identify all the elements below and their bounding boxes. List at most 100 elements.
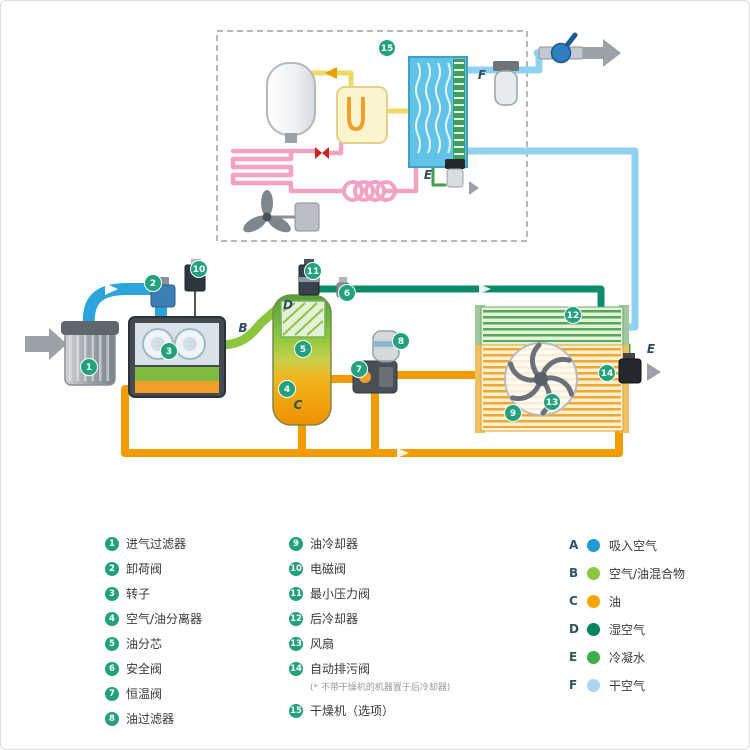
dry-air-riser-pipe — [463, 147, 639, 331]
badge-7: 7 — [350, 360, 368, 378]
legend-number-badge: 9 — [289, 536, 303, 551]
flow-letter-D: D — [283, 298, 293, 312]
refrigerant-pipe-3 — [383, 164, 419, 194]
flow-legend-item: B 空气/油混合物 — [569, 559, 739, 587]
badge-11: 11 — [304, 262, 322, 280]
flow-color-dot — [587, 650, 600, 664]
flow-legend-label: 冷凝水 — [609, 650, 646, 665]
legend-number-badge: 8 — [105, 711, 119, 726]
svg-text:2: 2 — [150, 279, 156, 289]
svg-text:10: 10 — [193, 265, 206, 275]
flow-legend-item: E 冷凝水 — [569, 643, 739, 671]
legend-number-badge: 10 — [289, 561, 303, 576]
dryer-drain-device — [445, 159, 479, 195]
legend-item-label: 转子 — [126, 587, 151, 601]
flow-color-dot — [587, 538, 600, 552]
legend-number-badge: 7 — [105, 686, 119, 701]
flow-legend-letter: F — [569, 678, 578, 692]
legend-item-label: 风扇 — [310, 637, 335, 651]
svg-text:14: 14 — [601, 369, 614, 379]
number-badges: 1 2 3 4 5 6 7 8 9 10 11 12 13 14 15 — [80, 39, 616, 422]
yellow-flow-arrow — [325, 67, 337, 79]
dryer-condensate-pipe — [431, 165, 447, 187]
legend-item-label: 恒温阀 — [126, 687, 163, 701]
badge-6: 6 — [338, 284, 356, 302]
flow-letter-E-drain: E — [647, 342, 656, 356]
compressor-base-green — [135, 367, 219, 381]
legend-item-label: 油分芯 — [126, 637, 163, 651]
badge-9: 9 — [504, 404, 522, 422]
expansion-valve-icon — [315, 147, 329, 159]
svg-text:7: 7 — [356, 365, 362, 375]
compressor-schematic: B C D E E F 1 2 3 4 5 6 7 8 9 10 11 12 1… — [25, 30, 661, 458]
compressor-unit — [128, 316, 226, 398]
flow-letter-C: C — [294, 398, 303, 412]
flow-letter-F: F — [478, 68, 487, 82]
legend-item-label: 自动排污阀 — [310, 662, 371, 676]
legend-item-label: 后冷却器 — [310, 612, 359, 626]
legend-item-label: 油冷却器 — [310, 537, 359, 551]
legend-number-badge: 3 — [105, 586, 119, 601]
legend-number-badge: 12 — [289, 611, 303, 626]
legend-item-label: 安全阀 — [126, 662, 163, 676]
svg-text:1: 1 — [86, 363, 92, 373]
svg-text:5: 5 — [300, 345, 306, 355]
legend-item-label: 最小压力阀 — [310, 587, 371, 601]
aftercooler — [475, 305, 629, 347]
legend-number-badge: 4 — [105, 611, 119, 626]
flow-legend-label: 空气/油混合物 — [609, 566, 686, 581]
cooling-fan-icon — [504, 342, 578, 416]
refrigerant-spiral — [342, 180, 397, 202]
svg-text:9: 9 — [510, 409, 516, 419]
badge-5: 5 — [294, 340, 312, 358]
oil-flow-arrow — [397, 448, 409, 458]
legend-number-badge: 2 — [105, 561, 119, 576]
legend-item: 11 最小压力阀 — [289, 581, 514, 606]
flow-legend-letter: A — [569, 538, 579, 552]
dryer-dashed-box — [216, 30, 528, 242]
legend-number-badge: 14 — [289, 661, 303, 676]
svg-text:11: 11 — [307, 267, 320, 277]
svg-text:8: 8 — [398, 337, 404, 347]
air-oil-mixture-pipe — [214, 304, 282, 350]
intake-filter — [61, 321, 119, 386]
flow-legend-letter: C — [569, 594, 578, 608]
badge-13: 13 — [543, 393, 561, 411]
flow-legend-letter: B — [569, 566, 579, 580]
legend-number-badge: 11 — [289, 586, 303, 601]
flow-legend-letter: E — [569, 650, 578, 664]
hx-wavy-lines — [415, 62, 451, 154]
badge-2: 2 — [144, 274, 162, 292]
legend-item: 5 油分芯 — [105, 631, 280, 656]
refrigerant-pipe-2 — [326, 140, 344, 156]
main-circuit — [25, 259, 661, 433]
flow-color-dot — [587, 678, 600, 692]
legend-number-badge: 5 — [105, 636, 119, 651]
condensate-arrow — [469, 181, 479, 195]
badge-15: 15 — [378, 39, 396, 57]
badge-1: 1 — [80, 358, 98, 376]
tank-fitting — [285, 133, 297, 143]
outlet-valve — [538, 32, 584, 64]
legend-item: 3 转子 — [105, 581, 280, 606]
svg-text:13: 13 — [546, 398, 559, 408]
flow-color-dot — [587, 594, 600, 608]
svg-text:12: 12 — [567, 311, 580, 321]
flow-legend-label: 油 — [609, 594, 622, 609]
legend-item: 9 油冷却器 — [289, 531, 514, 556]
wet-air-flow-arrow — [479, 284, 491, 294]
dryer-fan-icon — [243, 190, 320, 233]
flow-legend-label: 吸入空气 — [609, 538, 658, 553]
oil-separator-element — [280, 300, 326, 338]
